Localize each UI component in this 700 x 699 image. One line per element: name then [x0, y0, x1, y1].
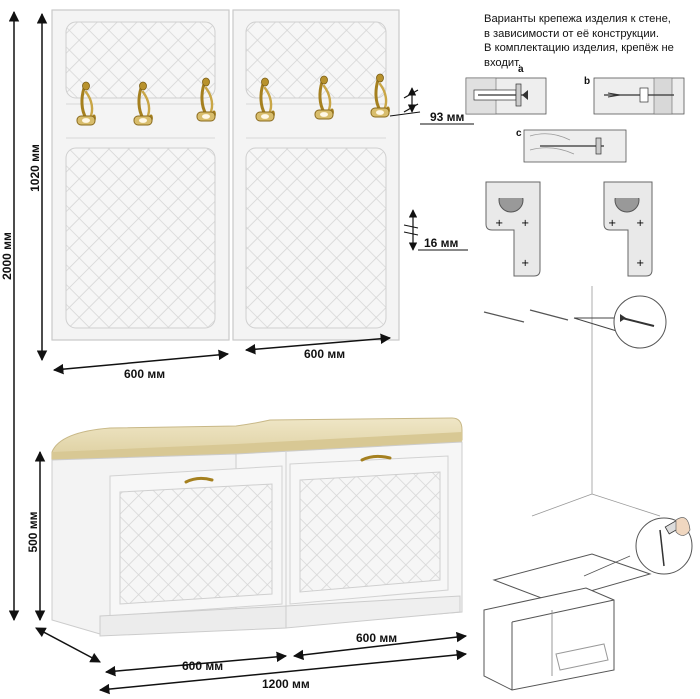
svg-text:+: + — [521, 258, 529, 269]
dim-bench-height: 500 мм — [26, 450, 46, 622]
dim-panel-right-label: 600 мм — [304, 347, 345, 361]
dim-panel-widths: 600 мм 600 мм — [52, 333, 392, 381]
dim-panel-thickness-label: 16 мм — [424, 236, 459, 250]
dim-hook-offset: 93 мм — [389, 87, 474, 125]
dim-panel-thickness: 16 мм — [403, 209, 468, 251]
mounting-bracket-left: + + + — [485, 181, 541, 277]
svg-text:+: + — [636, 258, 644, 269]
bench-assembly — [483, 517, 693, 691]
dim-total-height: 2000 мм — [0, 10, 20, 622]
mounting-note-line: В комплектацию изделия, крепёж не — [484, 42, 674, 54]
fastener-variant-a: a — [465, 64, 547, 115]
dim-panel-height: 1020 мм — [28, 12, 48, 362]
dim-panel-height-label: 1020 мм — [28, 144, 42, 192]
svg-text:+: + — [521, 218, 529, 229]
wall-corner-screws — [483, 286, 667, 517]
mounting-note: Варианты крепежа изделия к стене, в зави… — [484, 12, 689, 70]
dim-bench-total-label: 1200 мм — [262, 677, 310, 691]
fastener-a-label: a — [518, 64, 524, 75]
dim-panel-left-label: 600 мм — [124, 367, 165, 381]
wall-panel-left — [51, 9, 230, 341]
dim-bench-height-label: 500 мм — [26, 511, 40, 552]
svg-text:+: + — [495, 218, 503, 229]
wall-panel-right — [232, 9, 400, 341]
dim-bench-widths: 600 мм 600 мм 1200 мм — [35, 627, 468, 695]
mounting-note-line: в зависимости от её конструкции. — [484, 27, 659, 40]
fastener-variant-c: c — [516, 128, 627, 163]
mounting-note-line: Варианты крепежа изделия к стене, — [484, 13, 671, 25]
svg-text:+: + — [636, 218, 644, 229]
mounting-note-line: входит. — [484, 56, 522, 69]
fastener-b-label: b — [584, 76, 590, 87]
dim-total-height-label: 2000 мм — [0, 232, 14, 280]
fastener-c-label: c — [516, 128, 522, 139]
dim-bench-right-label: 600 мм — [356, 631, 397, 645]
fastener-variant-b: b — [584, 76, 685, 115]
mounting-bracket-right: + + + — [603, 181, 653, 277]
dim-bench-left-label: 600 мм — [182, 659, 223, 673]
svg-text:+: + — [608, 218, 616, 229]
shoe-bench — [51, 417, 463, 637]
dim-hook-offset-label: 93 мм — [430, 110, 465, 124]
